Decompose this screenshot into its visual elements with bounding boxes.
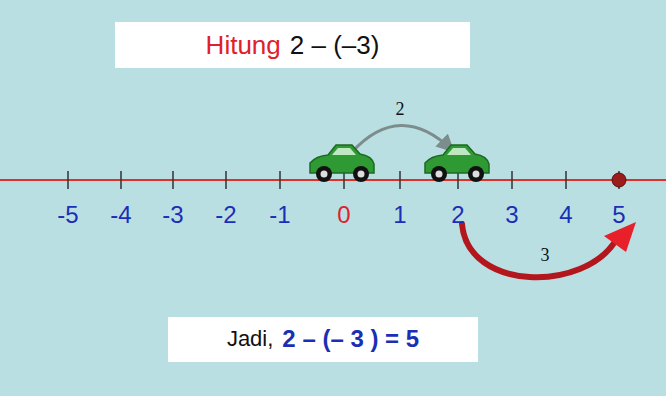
text-box: Hitung 2 – (–3) — [115, 22, 470, 68]
car-icon — [310, 145, 374, 182]
axis-number: -5 — [57, 202, 78, 228]
car-icon — [425, 145, 489, 182]
end-point — [612, 173, 626, 187]
text-box: Jadi, 2 – (– 3 ) = 5 — [168, 317, 478, 362]
box-text: 2 – (– 3 ) = 5 — [282, 326, 419, 352]
axis-number: -2 — [215, 202, 236, 228]
axis-number: -3 — [162, 202, 183, 228]
box-text: 2 – (–3) — [290, 31, 380, 60]
box-text: Jadi, — [227, 327, 273, 351]
axis-number: 5 — [612, 202, 625, 228]
box-text: Hitung — [206, 31, 281, 60]
axis-number: -1 — [269, 202, 290, 228]
jump-arc — [352, 125, 452, 152]
axis-number: 2 — [451, 202, 464, 228]
axis-number: 0 — [337, 202, 350, 228]
axis-number: -4 — [110, 202, 131, 228]
axis-number: 1 — [393, 202, 406, 228]
jump-arrow — [462, 224, 616, 277]
axis-number: 4 — [559, 202, 572, 228]
axis-number: 3 — [505, 202, 518, 228]
step-label: 2 — [396, 100, 405, 120]
step-label: 3 — [541, 246, 550, 266]
